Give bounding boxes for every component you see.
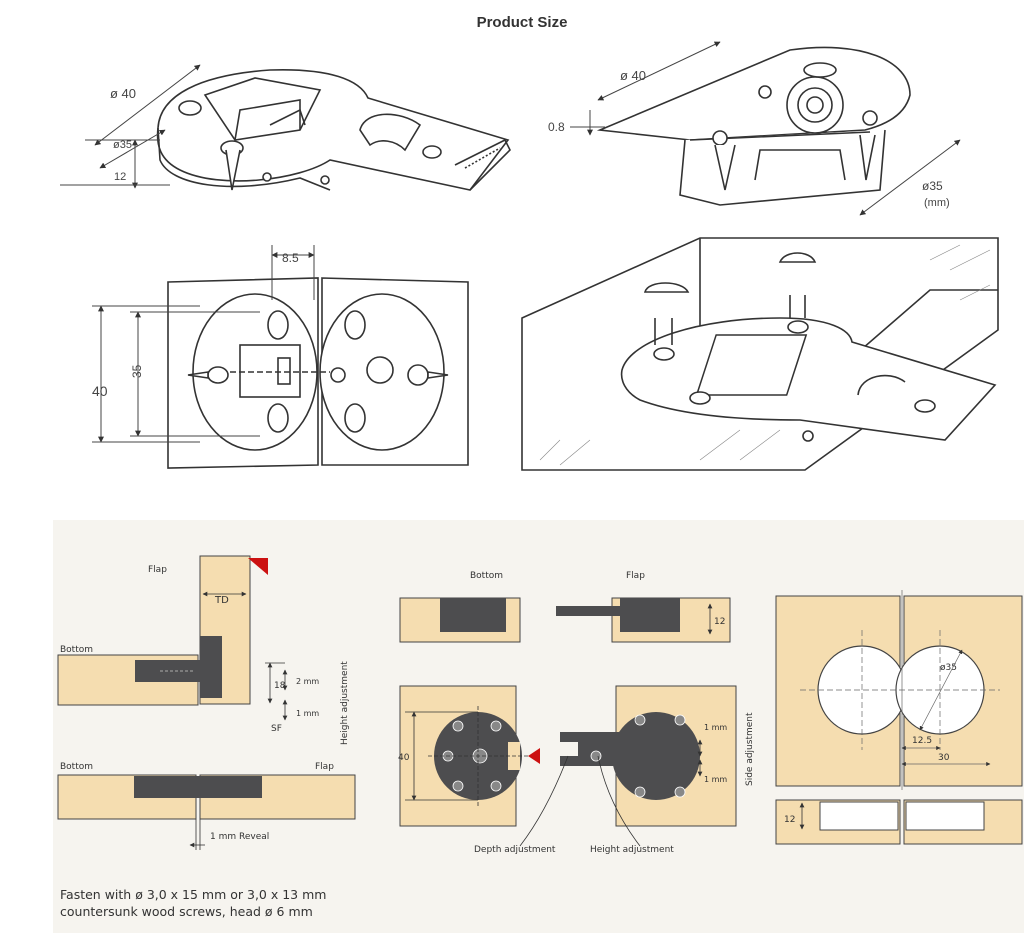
bottom-right-drilling-view bbox=[775, 590, 1023, 845]
top-right-dimensions bbox=[570, 41, 961, 216]
label-12-mid: 12 bbox=[714, 617, 725, 627]
label-12-br: 12 bbox=[784, 815, 795, 825]
fastening-note-line1: Fasten with ø 3,0 x 15 mm or 3,0 x 13 mm bbox=[60, 887, 327, 902]
dim-h40: 40 bbox=[92, 383, 108, 399]
label-reveal: 1 mm Reveal bbox=[210, 832, 269, 842]
fastening-note-line2: countersunk wood screws, head ø 6 mm bbox=[60, 904, 313, 919]
dim-d35-right: ø35 bbox=[922, 179, 943, 193]
label-1mm-b: 1 mm bbox=[704, 775, 727, 784]
dim-h35: 35 bbox=[130, 364, 144, 378]
label-2mm: 2 mm bbox=[296, 677, 319, 686]
top-left-dimensions bbox=[60, 64, 201, 189]
label-bottom: Bottom bbox=[60, 645, 93, 655]
label-height-adjustment: Height adjustment bbox=[590, 845, 674, 855]
dim-d40-left: ø 40 bbox=[110, 86, 136, 101]
label-18: 18 bbox=[274, 681, 286, 691]
label-flap-mid: Flap bbox=[626, 571, 645, 581]
label-bottom-2: Bottom bbox=[60, 762, 93, 772]
label-1mm-a: 1 mm bbox=[704, 723, 727, 732]
installation-3d-view bbox=[521, 237, 999, 471]
fastening-note: Fasten with ø 3,0 x 15 mm or 3,0 x 13 mm… bbox=[60, 886, 326, 920]
label-flap-2: Flap bbox=[315, 762, 334, 772]
dim-mm-right: (mm) bbox=[924, 197, 950, 209]
label-flap: Flap bbox=[148, 565, 167, 575]
dim-w85: 8.5 bbox=[282, 251, 299, 265]
bottom-left-section-view bbox=[57, 555, 356, 850]
label-12-5: 12.5 bbox=[912, 736, 932, 746]
label-sf: SF bbox=[271, 724, 282, 734]
hinge-isometric-left bbox=[156, 68, 511, 191]
bottom-middle-views bbox=[399, 597, 737, 847]
label-1mm: 1 mm bbox=[296, 709, 319, 718]
label-30: 30 bbox=[938, 753, 950, 763]
label-40-mid: 40 bbox=[398, 753, 410, 763]
label-d35-br: ø35 bbox=[940, 663, 957, 673]
label-side-adjustment: Side adjustment bbox=[745, 712, 755, 786]
dim-t08: 0.8 bbox=[548, 120, 565, 134]
dim-d35-left: ø35 bbox=[113, 139, 132, 151]
cup-isometric-right bbox=[596, 46, 911, 206]
label-height-adjustment-vertical: Height adjustment bbox=[340, 661, 350, 745]
page-title: Product Size bbox=[476, 14, 568, 31]
mid-left-dimensions bbox=[92, 245, 315, 443]
installed-top-view bbox=[167, 277, 469, 469]
wood-shading bbox=[539, 244, 991, 466]
label-depth-adjustment: Depth adjustment bbox=[474, 845, 556, 855]
label-bottom-mid: Bottom bbox=[470, 571, 503, 581]
dim-h12-left: 12 bbox=[114, 171, 126, 183]
dim-d40-right: ø 40 bbox=[620, 68, 646, 83]
label-td: TD bbox=[214, 595, 229, 606]
